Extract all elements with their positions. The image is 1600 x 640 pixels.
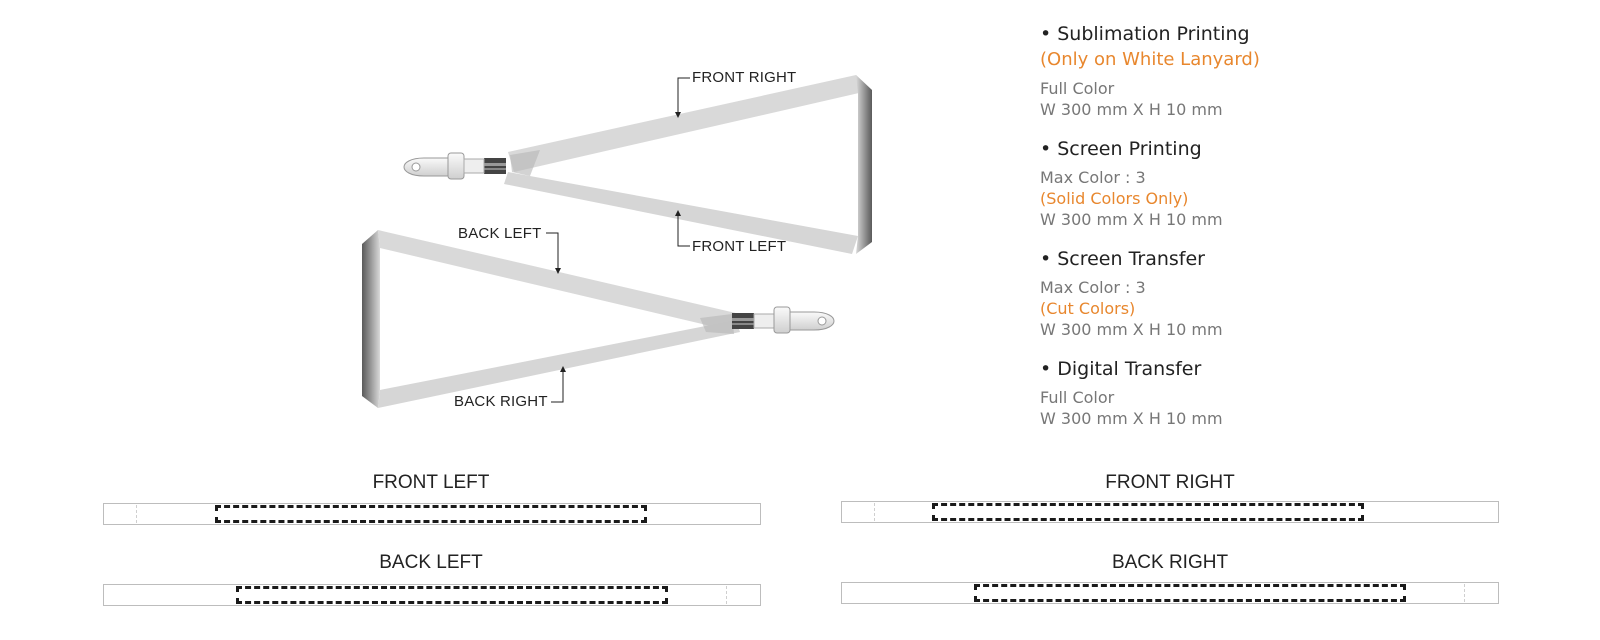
bullet: • [1040, 248, 1052, 270]
method-detail: Full Color [1040, 79, 1115, 98]
front-right-strap [508, 75, 872, 172]
bullet: • [1040, 138, 1052, 160]
bullet: • [1040, 358, 1052, 380]
strip-back-right [841, 582, 1499, 604]
strip-title-front-left: FRONT LEFT [372, 472, 490, 493]
method-detail: W 300 mm X H 10 mm [1040, 409, 1223, 428]
strip-front-left [103, 503, 761, 525]
method-digital-transfer: •Digital Transfer Full Color W 300 mm X … [1040, 357, 1440, 429]
method-detail: Max Color : 3 [1040, 278, 1146, 297]
callout-leaders [546, 77, 690, 403]
print-area-back-left [236, 586, 668, 604]
lower-fold [362, 230, 380, 408]
strip-title-front-right: FRONT RIGHT [1105, 472, 1235, 493]
printing-methods-panel: •Sublimation Printing (Only on White Lan… [1040, 22, 1440, 446]
method-detail: Max Color : 3 [1040, 168, 1146, 187]
callout-front-right: FRONT RIGHT [692, 69, 797, 86]
strip-title-back-left: BACK LEFT [379, 552, 483, 573]
method-detail-highlight: (Solid Colors Only) [1040, 189, 1189, 208]
method-detail: Full Color [1040, 388, 1115, 407]
back-right-strap [378, 320, 740, 408]
method-detail: W 300 mm X H 10 mm [1040, 320, 1223, 339]
hook-connector-lower [773, 306, 791, 334]
back-left-strap [378, 230, 740, 332]
hook-connector-upper [447, 152, 465, 180]
method-screen-transfer: •Screen Transfer Max Color : 3 (Cut Colo… [1040, 247, 1440, 340]
lower-lanyard [362, 230, 835, 408]
print-area-front-right [932, 503, 1364, 521]
method-detail: W 300 mm X H 10 mm [1040, 210, 1223, 229]
method-detail: W 300 mm X H 10 mm [1040, 100, 1223, 119]
bullet: • [1040, 23, 1052, 45]
print-area-front-left [215, 505, 647, 523]
callout-back-left: BACK LEFT [458, 225, 542, 242]
strip-back-left [103, 584, 761, 606]
front-left-strap [504, 172, 858, 254]
lobster-clasp-lower-icon [789, 311, 835, 331]
strip-front-right [841, 501, 1499, 523]
method-title: Sublimation Printing [1057, 23, 1250, 45]
method-sublimation: •Sublimation Printing (Only on White Lan… [1040, 22, 1440, 120]
method-title: Digital Transfer [1057, 358, 1202, 380]
method-detail-highlight: (Cut Colors) [1040, 299, 1136, 318]
method-note: (Only on White Lanyard) [1040, 49, 1260, 70]
upper-lanyard [403, 75, 872, 254]
lobster-clasp-upper-icon [403, 157, 449, 177]
strip-title-back-right: BACK RIGHT [1111, 552, 1229, 573]
method-title: Screen Transfer [1057, 248, 1205, 270]
callout-back-right: BACK RIGHT [454, 393, 548, 410]
callout-front-left: FRONT LEFT [692, 238, 787, 255]
method-screen-printing: •Screen Printing Max Color : 3 (Solid Co… [1040, 137, 1440, 230]
method-title: Screen Printing [1057, 138, 1202, 160]
upper-fold [856, 75, 872, 254]
print-area-back-right [974, 584, 1406, 602]
